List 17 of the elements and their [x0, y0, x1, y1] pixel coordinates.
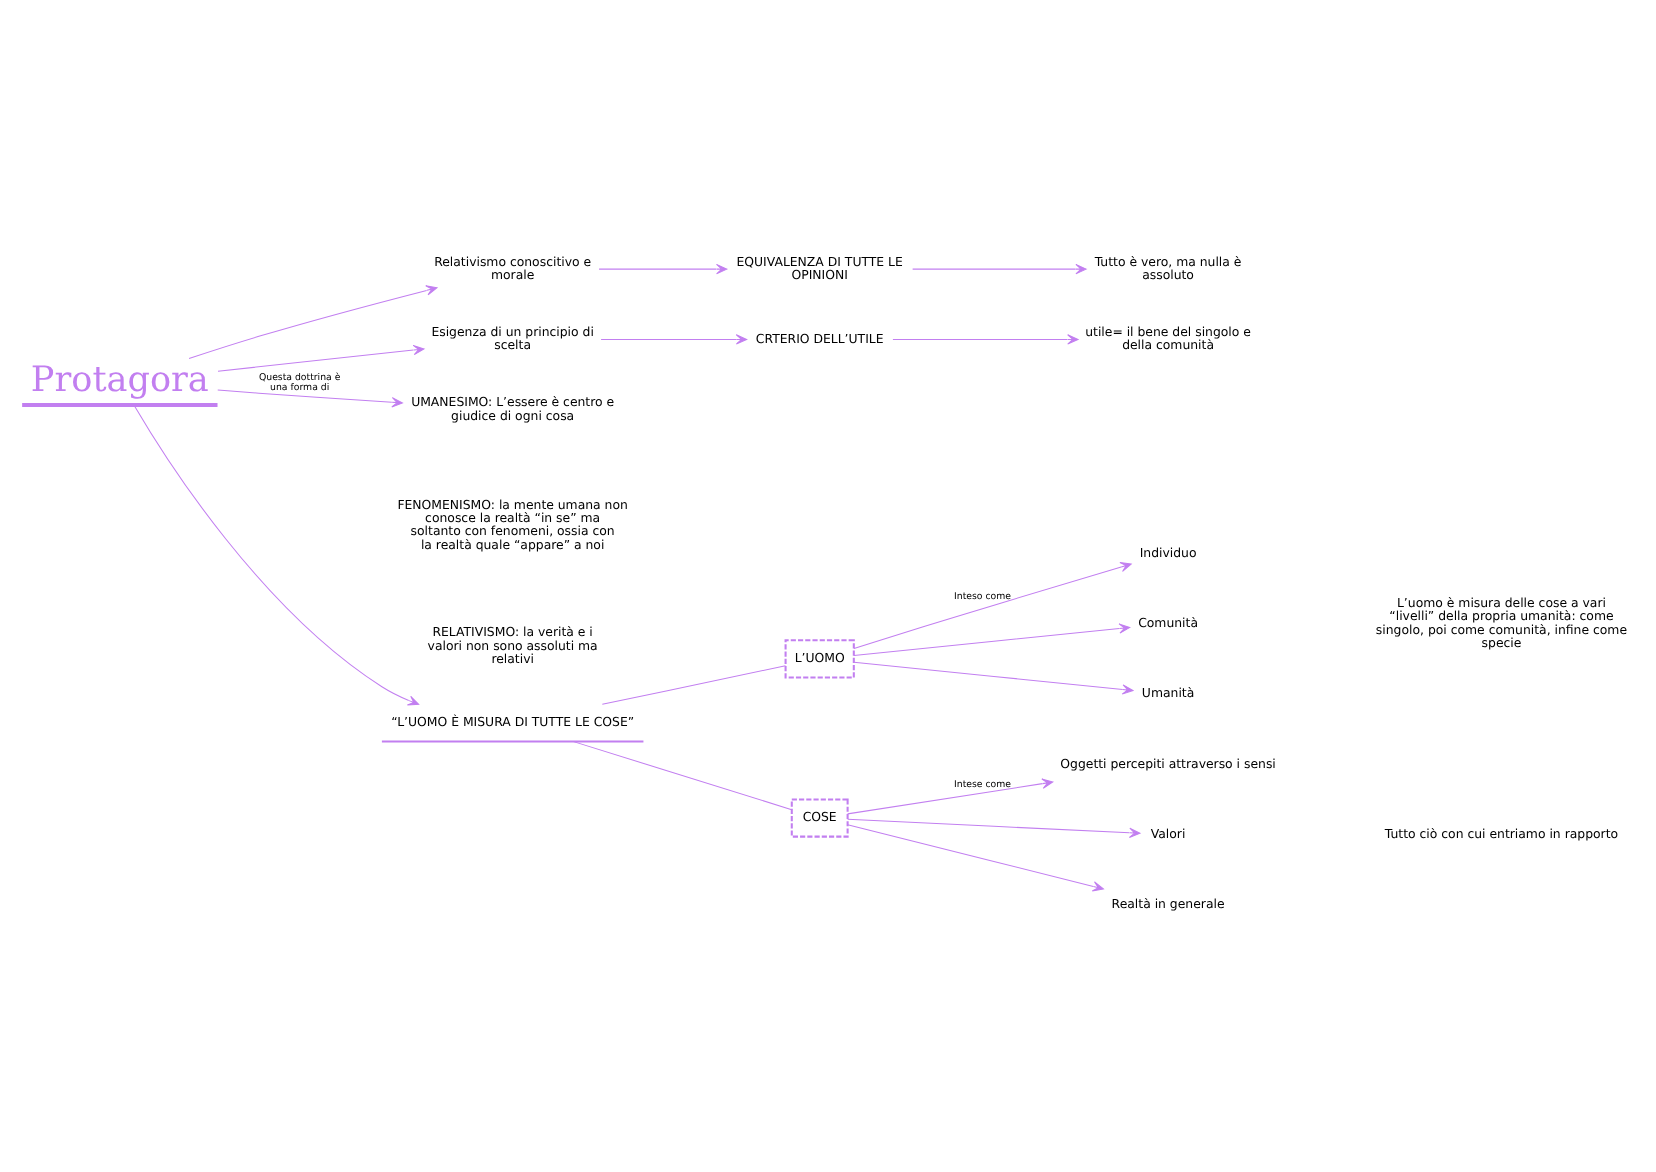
arrow [216, 388, 402, 407]
connector [600, 664, 785, 704]
arrow [846, 823, 1103, 891]
arrow [852, 622, 1130, 655]
arrow [132, 403, 419, 705]
arrow [187, 284, 437, 358]
arrow [216, 343, 424, 371]
arrow [852, 561, 1131, 648]
connector [572, 740, 792, 810]
arrow [852, 660, 1133, 694]
arrow [911, 262, 1086, 274]
arrow [599, 333, 747, 344]
node-text: Protagora [29, 359, 208, 400]
arrow [846, 777, 1053, 814]
arrow [846, 817, 1140, 837]
arrow [597, 262, 727, 274]
arrow [891, 333, 1078, 344]
